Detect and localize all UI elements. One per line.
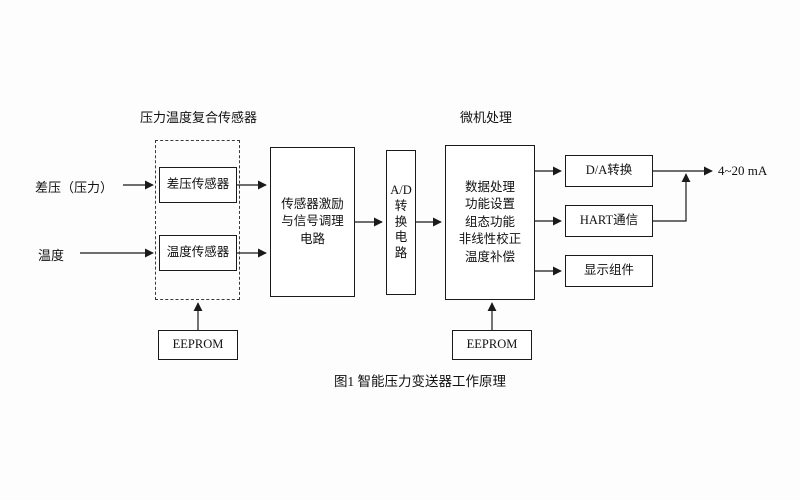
block-dp-sensor: 差压传感器 (159, 167, 237, 203)
block-temp-sensor-label: 温度传感器 (166, 245, 230, 260)
block-da-converter: D/A转换 (565, 155, 653, 187)
block-adc-line4: 电 (394, 230, 408, 245)
block-eeprom-right-label: EEPROM (466, 337, 518, 352)
composite-sensor-group-box (155, 140, 240, 300)
input-temperature-label: 温度 (38, 248, 65, 263)
block-temp-sensor: 温度传感器 (159, 235, 237, 271)
figure-caption: 图1 智能压力变送器工作原理 (333, 374, 507, 389)
block-adc-line5: 路 (394, 245, 408, 260)
block-hart: HART通信 (565, 205, 653, 237)
block-eeprom-left-label: EEPROM (172, 337, 224, 352)
block-conditioning-line3: 电路 (299, 231, 325, 246)
block-hart-label: HART通信 (579, 213, 639, 228)
block-adc-line2: 转 (394, 199, 408, 214)
arrow-hart-to-output-line (653, 173, 691, 222)
block-adc-line1: A/D (390, 183, 412, 198)
output-current-label: 4~20 mA (718, 163, 768, 178)
block-mcu-line4: 非线性校正 (458, 232, 522, 247)
block-mcu-line1: 数据处理 (464, 179, 515, 194)
sensor-group-title: 压力温度复合传感器 (140, 110, 258, 125)
block-mcu-line2: 功能设置 (464, 197, 515, 212)
mcu-group-title: 微机处理 (460, 110, 513, 125)
block-eeprom-right: EEPROM (452, 330, 532, 360)
block-conditioning: 传感器激励 与信号调理 电路 (270, 147, 355, 297)
block-conditioning-line1: 传感器激励 (281, 196, 344, 211)
input-pressure-label: 差压（压力） (35, 180, 114, 195)
block-conditioning-line2: 与信号调理 (281, 214, 344, 229)
block-mcu-line5: 温度补偿 (464, 249, 515, 264)
block-display-module-label: 显示组件 (583, 263, 634, 278)
block-mcu: 数据处理 功能设置 组态功能 非线性校正 温度补偿 (445, 145, 535, 300)
block-adc-line3: 换 (394, 214, 408, 229)
block-display-module: 显示组件 (565, 255, 653, 287)
block-dp-sensor-label: 差压传感器 (166, 177, 230, 192)
block-eeprom-left: EEPROM (158, 330, 238, 360)
block-adc: A/D 转 换 电 路 (386, 150, 416, 295)
block-da-converter-label: D/A转换 (585, 163, 633, 178)
block-mcu-line3: 组态功能 (464, 214, 515, 229)
